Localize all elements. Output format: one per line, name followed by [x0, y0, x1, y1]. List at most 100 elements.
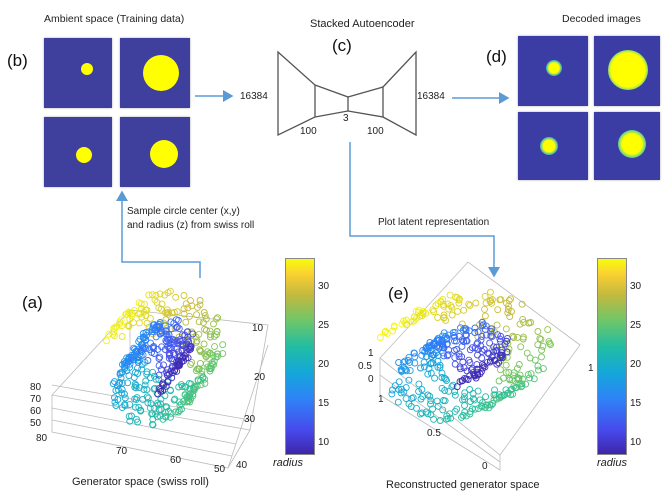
scatter-ring	[506, 313, 514, 321]
scatter-ring	[211, 343, 218, 351]
scatter-ring	[397, 389, 405, 397]
scatter-ring	[415, 380, 423, 388]
scatter-ring	[438, 343, 446, 351]
scatter-ring	[154, 390, 162, 398]
scatter-ring	[440, 352, 448, 360]
scatter-ring	[157, 365, 165, 373]
scatter-ring	[150, 405, 158, 413]
scatter-ring	[487, 332, 495, 340]
scatter-ring	[462, 412, 470, 420]
scatter-ring	[454, 307, 461, 315]
scatter-ring	[196, 301, 204, 309]
scatter-ring	[422, 408, 430, 416]
scatter-ring	[503, 348, 511, 356]
colorbar-e-tick: 10	[630, 437, 642, 448]
scatter-ring	[141, 381, 149, 389]
scatter-ring	[523, 349, 531, 357]
panel-label-a: (a)	[22, 293, 43, 312]
scatter-ring	[118, 404, 126, 412]
plot-latent-annotation: Plot latent representation	[378, 217, 490, 228]
scatter-ring	[458, 342, 466, 350]
scatter-ring	[147, 400, 155, 408]
scatter-ring	[162, 403, 170, 411]
scatter-ring	[154, 399, 162, 407]
scatter-ring	[518, 300, 526, 308]
decoded-image-3	[518, 112, 588, 180]
scatter-ring	[155, 371, 163, 379]
plot-e-scatter	[376, 288, 554, 424]
scatter-ring	[111, 394, 118, 402]
scatter-ring	[462, 327, 470, 335]
scatter-ring	[493, 360, 501, 368]
scatter-ring	[422, 309, 430, 317]
scatter-ring	[156, 353, 164, 361]
scatter-ring	[470, 396, 478, 404]
scatter-ring	[169, 369, 177, 377]
scatter-ring	[442, 375, 450, 383]
scatter-ring	[182, 354, 190, 362]
scatter-ring	[481, 312, 489, 320]
colorbar-e	[597, 258, 627, 455]
scatter-ring	[486, 339, 494, 347]
output-size-label: 16384	[417, 91, 445, 102]
scatter-ring	[486, 298, 494, 305]
scatter-ring	[134, 358, 142, 366]
scatter-ring	[138, 365, 146, 373]
scatter-ring	[527, 319, 535, 326]
scatter-ring	[199, 374, 207, 382]
scatter-ring	[495, 377, 503, 385]
scatter-ring	[150, 350, 158, 357]
scatter-ring	[495, 391, 503, 399]
scatter-ring	[496, 296, 504, 304]
plot-a-x-tick: 60	[170, 455, 182, 466]
scatter-ring	[132, 382, 140, 389]
scatter-ring	[503, 299, 510, 307]
circle-shape	[150, 140, 178, 168]
scatter-ring	[168, 309, 176, 317]
scatter-ring	[402, 319, 409, 327]
scatter-ring	[527, 370, 535, 378]
scatter-ring	[469, 395, 477, 403]
plot-e-x-tick: 0.5	[427, 428, 441, 439]
scatter-ring	[482, 322, 490, 330]
scatter-ring	[526, 374, 533, 382]
scatter-ring	[431, 374, 439, 382]
scatter-ring	[490, 356, 498, 364]
scatter-ring	[478, 332, 486, 340]
scatter-ring	[175, 325, 183, 333]
scatter-ring	[140, 386, 148, 393]
scatter-ring	[496, 354, 504, 362]
scatter-ring	[497, 393, 505, 401]
scatter-ring	[440, 397, 447, 404]
scatter-ring	[504, 309, 512, 317]
scatter-ring	[136, 310, 144, 317]
scatter-ring	[170, 350, 178, 357]
scatter-ring	[112, 402, 120, 409]
scatter-ring	[143, 368, 151, 376]
scatter-ring	[128, 312, 136, 320]
scatter-ring	[531, 356, 539, 364]
scatter-ring	[499, 374, 507, 382]
plot-a-axes	[51, 309, 269, 469]
scatter-ring	[175, 407, 183, 414]
scatter-ring	[164, 289, 172, 297]
panel-label-d: (d)	[486, 47, 507, 66]
scatter-ring	[199, 319, 207, 327]
scatter-ring	[458, 413, 465, 421]
scatter-ring	[438, 374, 446, 381]
scatter-ring	[458, 336, 466, 344]
scatter-ring	[517, 383, 525, 391]
scatter-ring	[472, 374, 480, 382]
scatter-ring	[116, 320, 124, 328]
scatter-ring	[170, 308, 178, 316]
scatter-ring	[133, 347, 141, 355]
scatter-ring	[137, 352, 145, 360]
scatter-ring	[155, 376, 163, 383]
plot-a-scatter	[103, 287, 227, 429]
scatter-ring	[128, 310, 136, 318]
scatter-ring	[398, 385, 406, 393]
scatter-ring	[441, 387, 449, 394]
scatter-ring	[538, 346, 546, 354]
scatter-ring	[466, 301, 474, 309]
